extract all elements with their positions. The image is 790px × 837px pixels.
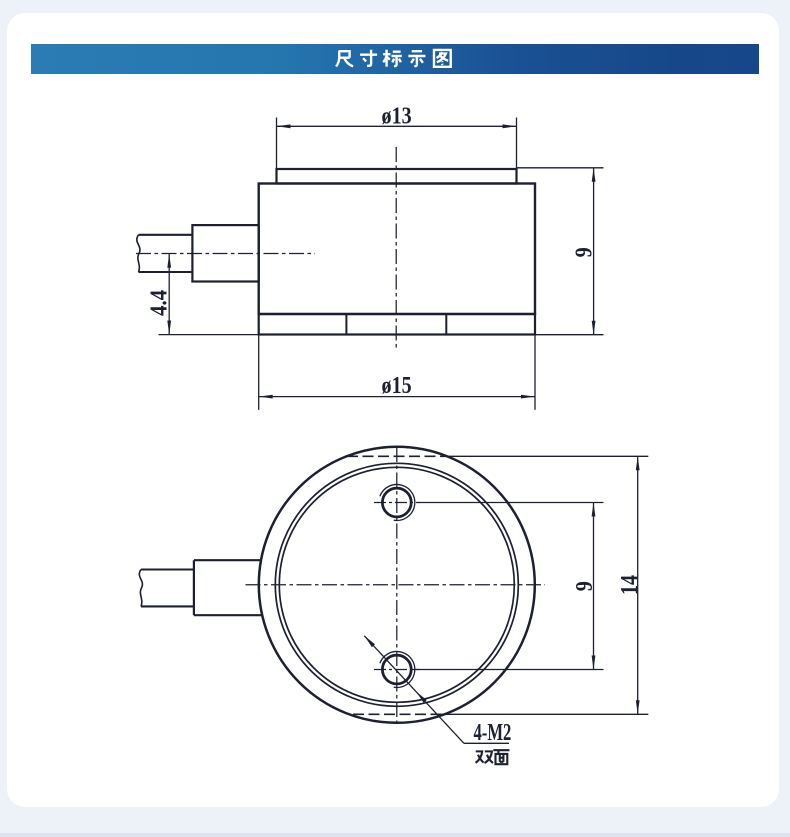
svg-text:4-M2: 4-M2 — [473, 718, 511, 746]
svg-text:ø13: ø13 — [382, 102, 412, 129]
svg-text:14: 14 — [615, 575, 642, 595]
svg-text:ø15: ø15 — [382, 371, 412, 398]
svg-text:9: 9 — [570, 581, 597, 591]
svg-text:4.4: 4.4 — [145, 290, 172, 316]
svg-text:9: 9 — [569, 247, 596, 257]
